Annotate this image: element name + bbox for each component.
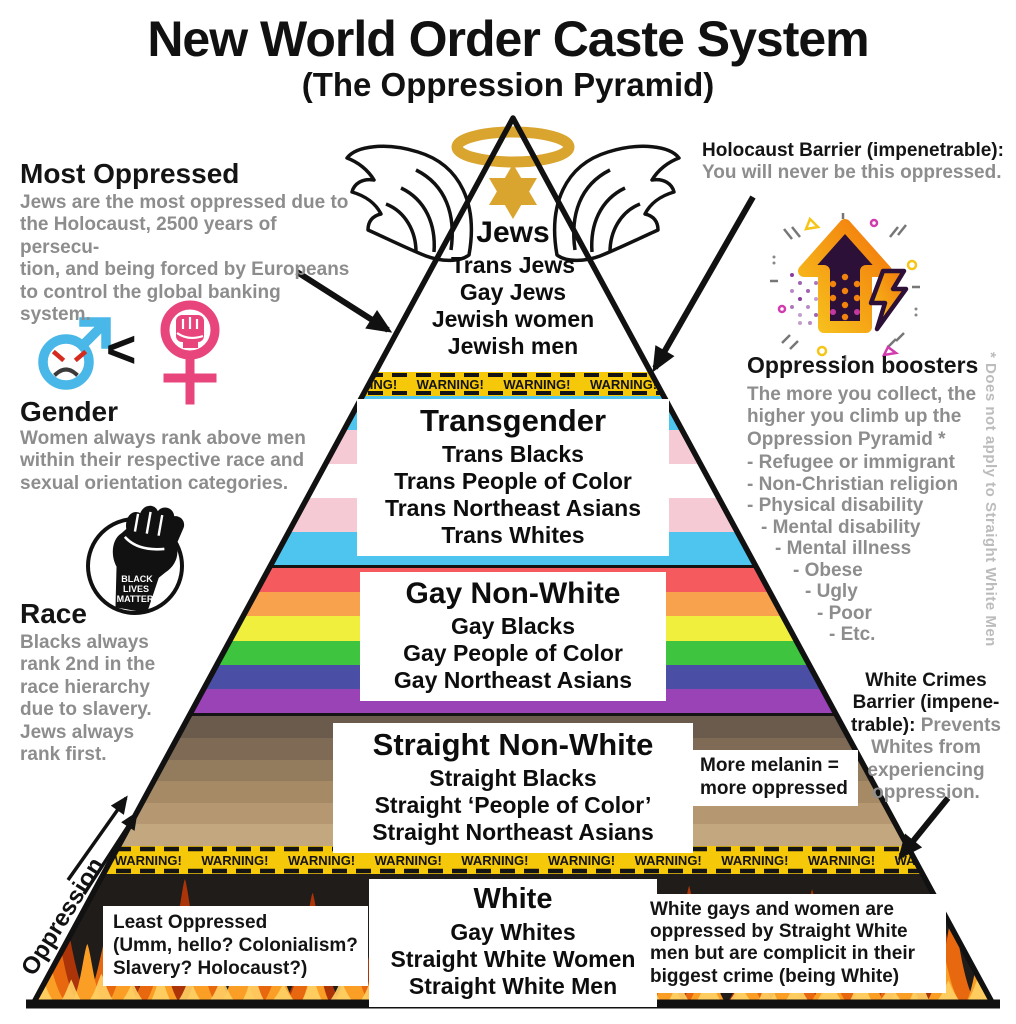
- left-wing-icon: [345, 144, 474, 263]
- most-oppressed-heading: Most Oppressed: [20, 158, 240, 189]
- male-symbol-icon: [38, 317, 111, 390]
- tier-item: Trans Whites: [441, 522, 585, 549]
- tier-item: Gay People of Color: [403, 640, 623, 666]
- white-complicit-note: White gays and women are oppressed by St…: [642, 894, 946, 993]
- svg-text:BLACK: BLACK: [121, 574, 153, 584]
- page-subtitle: (The Oppression Pyramid): [301, 66, 715, 103]
- right-wing-icon: [552, 144, 681, 263]
- less-than-symbol: <: [106, 321, 137, 379]
- tier-item: Gay Northeast Asians: [393, 667, 633, 693]
- tier-white: White Gay Whites Straight White Women St…: [369, 879, 657, 1007]
- boosters-list: - Refugee or immigrant - Non-Christian r…: [747, 452, 1007, 646]
- tier-item: Straight Northeast Asians: [372, 819, 654, 846]
- oppression-axis-arrow: [66, 795, 128, 882]
- holocaust-barrier-arrow: [652, 195, 756, 373]
- gender-body: Women always rank above men within their…: [20, 428, 306, 494]
- annotation-arrows: [66, 195, 951, 895]
- booster-item: - Refugee or immigrant: [747, 452, 955, 473]
- least-oppressed-note: Least Oppressed (Umm, hello? Colonialism…: [103, 906, 368, 986]
- tier-item: Trans People of Color: [394, 468, 632, 495]
- oppression-axis-arrow: [82, 811, 138, 895]
- holocaust-barrier-note: Holocaust Barrier (impenetrable): You wi…: [702, 140, 1014, 185]
- tier-divider: [33, 713, 993, 717]
- tier-transgender-title: Transgender: [419, 403, 607, 438]
- sparkle-shapes: [772, 216, 918, 357]
- tier-item: Trans Blacks: [442, 441, 584, 468]
- booster-item: - Physical disability: [747, 495, 924, 516]
- tier-jews-title: Jews: [476, 216, 550, 249]
- arrow-inner-dots: [829, 273, 861, 321]
- tier-item: Jewish women: [431, 306, 595, 332]
- star-of-david-icon: [489, 164, 537, 219]
- lightning-arrow-icon: [868, 268, 909, 332]
- boosters-heading: Oppression boosters: [747, 352, 979, 378]
- tier-item: Gay Blacks: [450, 613, 576, 639]
- angry-face-icon: [51, 349, 88, 377]
- white-crimes-barrier-note: White Crimes Barrier (impene-trable): Pr…: [838, 670, 1014, 804]
- tier-gay-non-white: Gay Non-White Gay Blacks Gay People of C…: [360, 572, 666, 701]
- holocaust-barrier-heading: Holocaust Barrier (impenetrable):: [702, 140, 1004, 161]
- tier-jews: Jews Trans Jews Gay Jews Jewish women Je…: [343, 216, 683, 360]
- most-oppressed-arrow: [295, 269, 393, 333]
- female-fist-symbol-icon: [160, 300, 220, 405]
- booster-item: - Ugly: [805, 581, 858, 602]
- boosters-body: The more you collect, the higher you cli…: [747, 384, 977, 450]
- tier-item: Gay Whites: [450, 918, 576, 945]
- halftone-dots: [790, 273, 818, 325]
- blm-fist-badge-icon: BLACK LIVES MATTER: [86, 505, 185, 615]
- warning-tape-top: WARNING! WARNING! WARNING! WARNING! WARN…: [320, 372, 830, 396]
- melanin-note: More melanin = more oppressed: [692, 750, 858, 806]
- tier-item: Straight ‘People of Color’: [374, 792, 652, 819]
- tier-item: Straight White Men: [408, 972, 618, 999]
- white-crimes-body: Prevents Whites from experiencing oppres…: [867, 714, 1001, 804]
- halo-icon: [451, 126, 575, 168]
- tier-transgender: Transgender Trans Blacks Trans People of…: [357, 399, 669, 557]
- booster-item: - Mental illness: [775, 538, 912, 559]
- most-oppressed-body: Jews are the most oppressed due to the H…: [20, 192, 350, 326]
- tier-straight-title: Straight Non-White: [372, 727, 654, 762]
- tier-straight-non-white: Straight Non-White Straight Blacks Strai…: [333, 723, 693, 854]
- booster-item: - Obese: [793, 559, 863, 581]
- booster-item: - Non-Christian religion: [747, 473, 959, 495]
- blm-badge-text: BLACK LIVES MATTER: [117, 574, 154, 604]
- tier-item: Gay Jews: [459, 279, 567, 305]
- holocaust-barrier-body: You will never be this oppressed.: [702, 162, 1002, 184]
- tier-item: Trans Jews: [450, 252, 576, 278]
- raised-fist-icon: [176, 315, 204, 348]
- tier-item: Trans Northeast Asians: [384, 495, 642, 522]
- angel-wings-icon: [345, 144, 681, 263]
- oppression-booster-icon: [770, 213, 920, 361]
- tier-item: Straight Blacks: [429, 765, 597, 792]
- tier-item: Straight White Women: [390, 945, 636, 972]
- booster-item: - Etc.: [829, 624, 876, 645]
- white-crimes-arrow: [897, 796, 951, 860]
- white-crimes-heading: White Crimes Barrier (impene-trable):: [851, 670, 1000, 736]
- svg-text:MATTER: MATTER: [117, 594, 154, 604]
- race-heading: Race: [20, 598, 87, 629]
- svg-text:LIVES: LIVES: [123, 584, 149, 594]
- sparkle-marks: [770, 213, 920, 361]
- booster-item: - Mental disability: [761, 516, 921, 538]
- page-title: New World Order Caste System: [147, 11, 869, 67]
- tier-gay-title: Gay Non-White: [405, 577, 621, 610]
- booster-item: - Poor: [817, 602, 872, 624]
- gender-heading: Gender: [20, 396, 119, 427]
- boosters-footnote-vertical: * Does not apply to Straight White Men: [982, 352, 999, 647]
- race-body: Blacks always rank 2nd in the race hiera…: [20, 632, 156, 766]
- tier-item: Jewish men: [447, 333, 579, 359]
- warning-tape-text: WARNING! WARNING! WARNING! WARNING! WARN…: [28, 853, 1016, 868]
- warning-tape-bottom: WARNING! WARNING! WARNING! WARNING! WARN…: [28, 846, 1016, 874]
- tier-white-title: White: [473, 883, 553, 915]
- tier-divider: [33, 565, 993, 569]
